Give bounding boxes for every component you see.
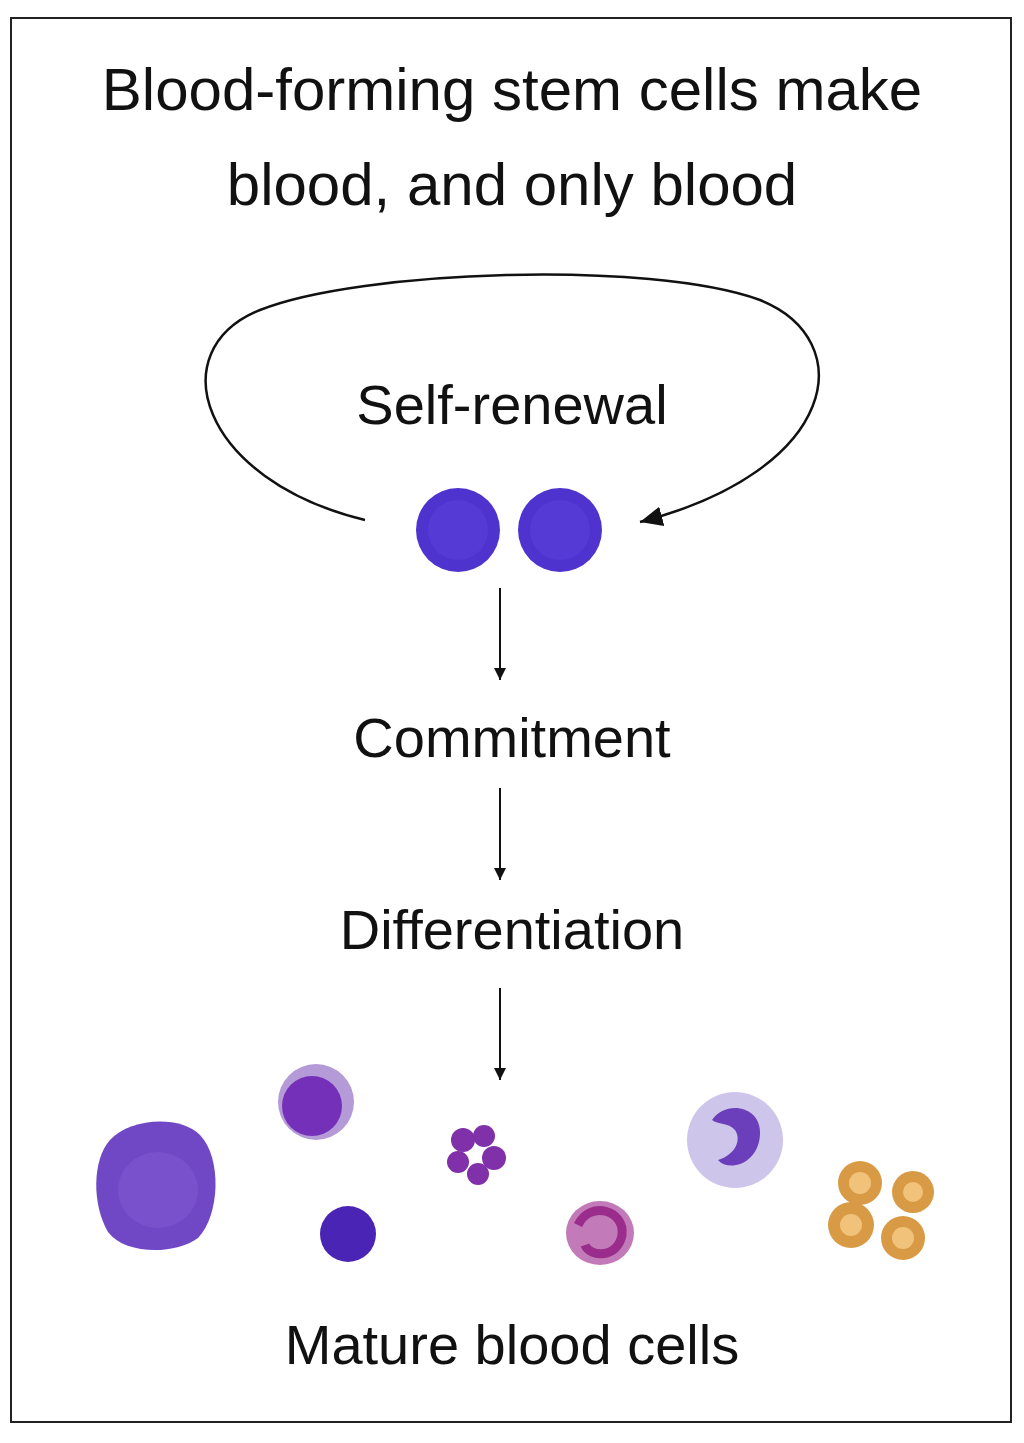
down-arrow: [499, 788, 501, 880]
down-arrow: [499, 588, 501, 680]
down-arrow: [499, 988, 501, 1080]
diagram-title: Blood-forming stem cells make blood, and…: [32, 42, 992, 232]
stage-label: Differentiation: [32, 895, 992, 965]
stage-label: Commitment: [32, 703, 992, 773]
stem-cells: [416, 488, 602, 572]
frame-border: [11, 18, 1011, 1422]
mature-cells: [96, 1064, 934, 1265]
stage-label: Self-renewal: [32, 370, 992, 440]
stage-label: Mature blood cells: [32, 1310, 992, 1380]
